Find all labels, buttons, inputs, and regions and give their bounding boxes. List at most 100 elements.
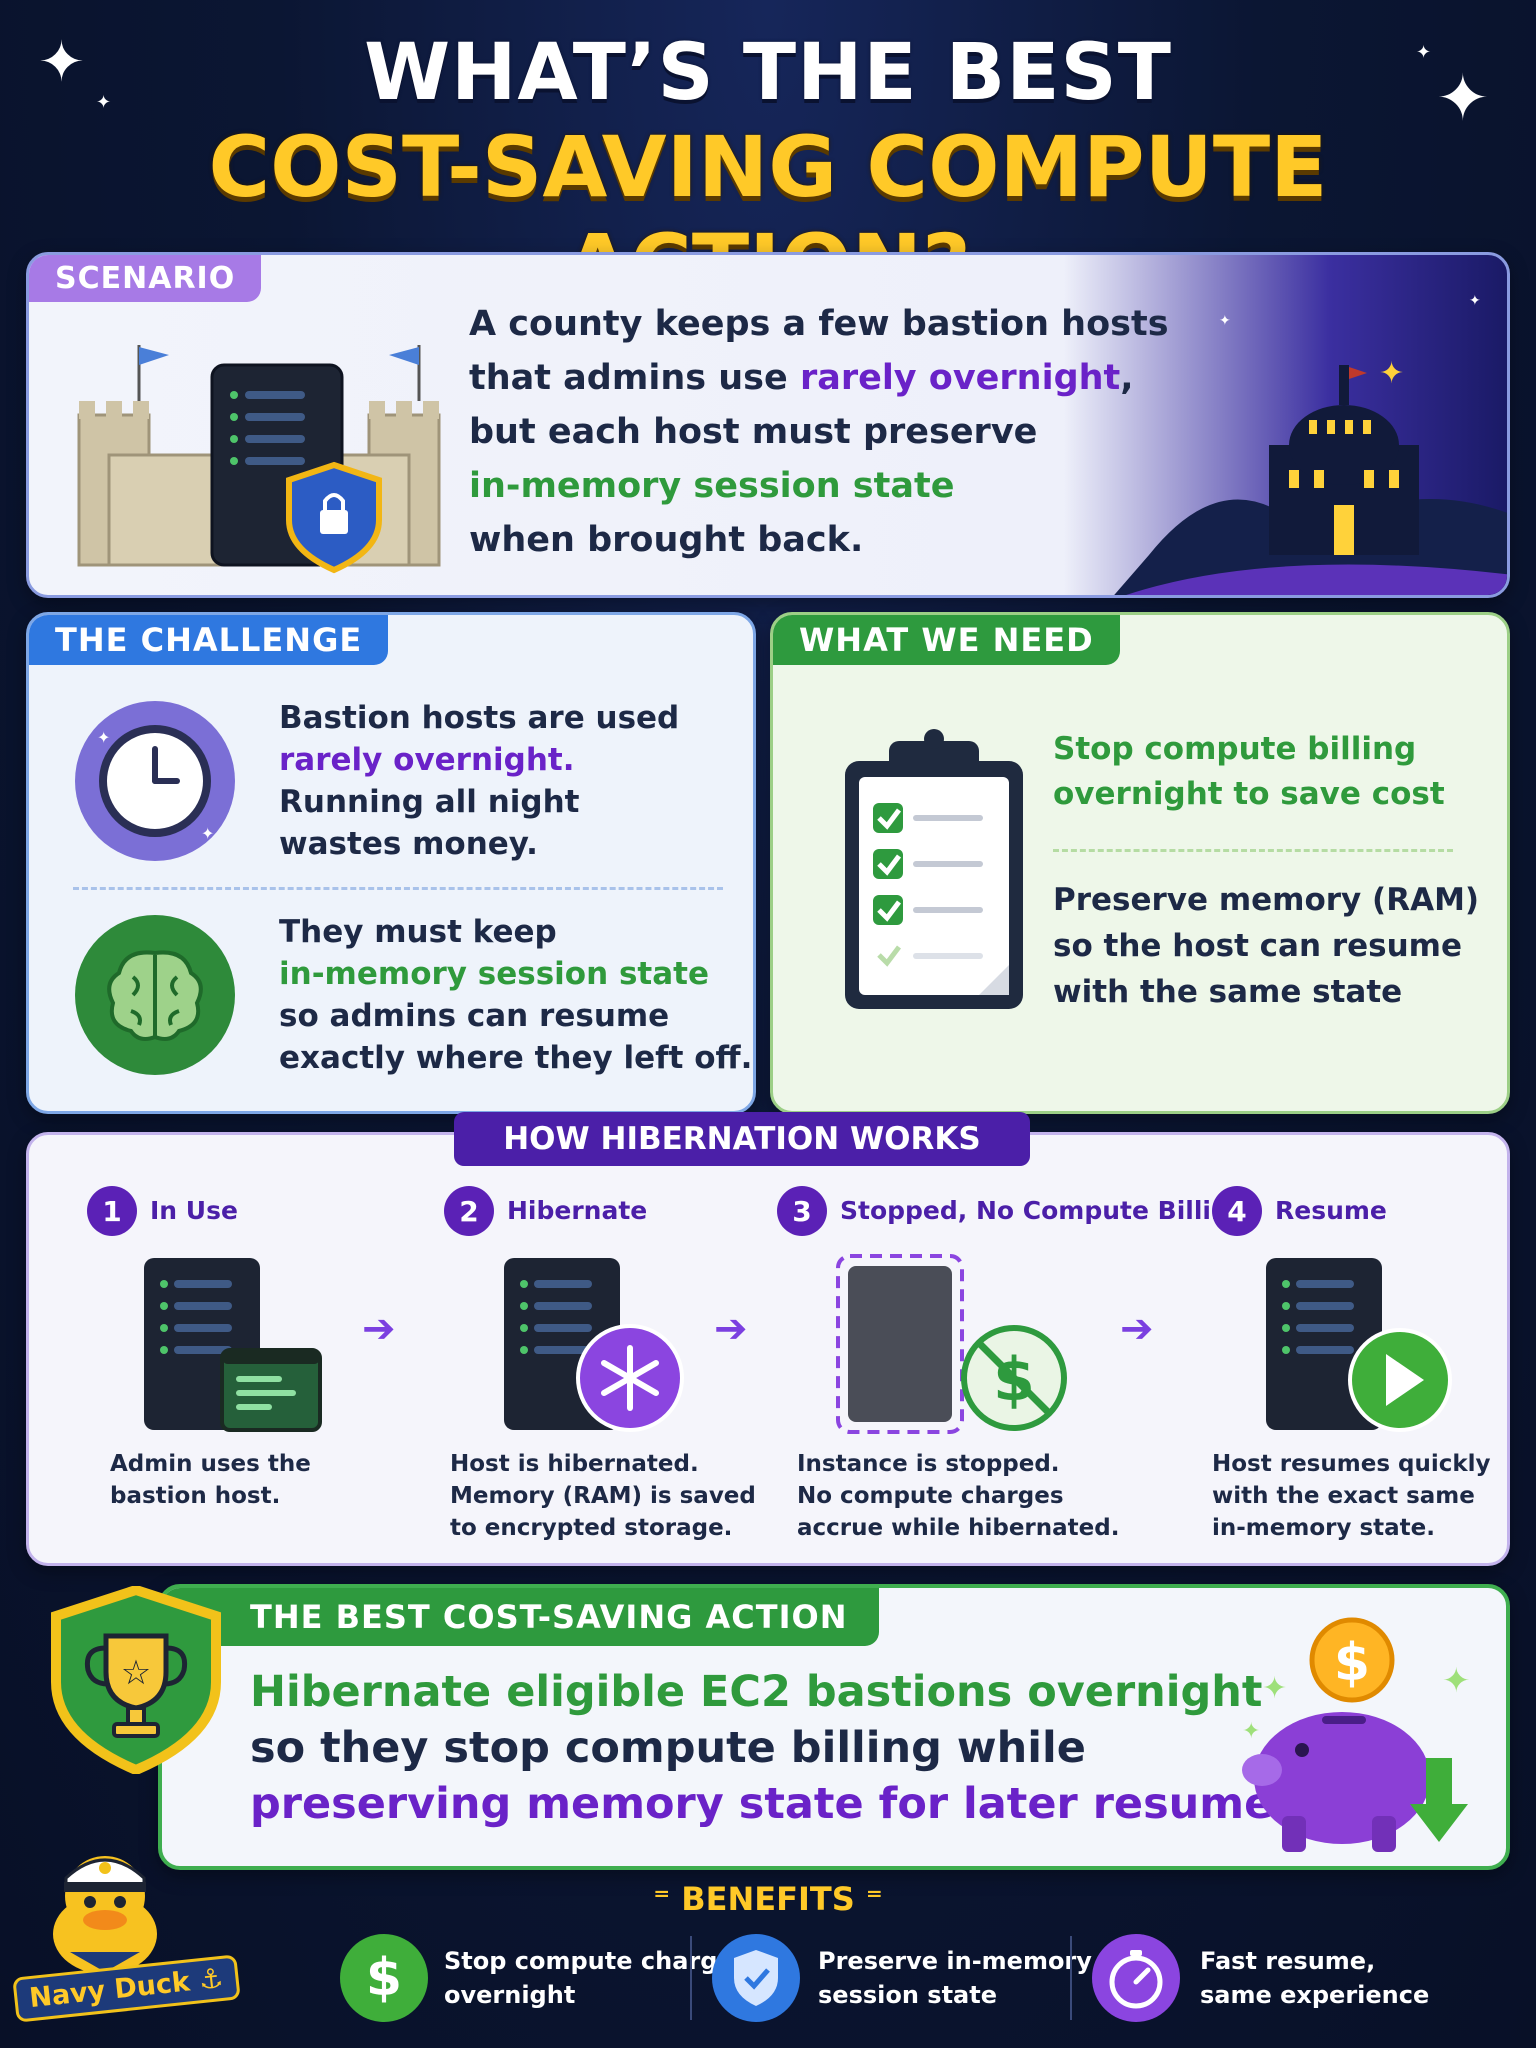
step-text: No compute charges xyxy=(797,1483,1064,1509)
step-text: Host resumes quickly xyxy=(1212,1451,1491,1477)
step-text: with the exact same xyxy=(1212,1483,1475,1509)
challenge-highlight: in-memory session state xyxy=(279,956,709,992)
scenario-highlight: in-memory session state xyxy=(469,466,955,506)
best-action-text: Hibernate eligible EC2 bastions overnigh… xyxy=(250,1664,1290,1832)
scenario-line: but each host must preserve xyxy=(469,412,1038,452)
server-in-use-icon xyxy=(144,1258,322,1432)
navy-duck-mascot xyxy=(53,1856,157,1974)
svg-text:✦: ✦ xyxy=(1442,1661,1471,1701)
best-action-tag: THE BEST COST-SAVING ACTION xyxy=(162,1588,880,1646)
need-tag: WHAT WE NEED xyxy=(773,615,1120,665)
need-text: Stop compute billing xyxy=(1053,731,1417,767)
challenge-text: so admins can resume xyxy=(279,998,670,1034)
challenge-text: Running all night xyxy=(279,784,580,820)
challenge-text: They must keep xyxy=(279,914,557,950)
scenario-description: A county keeps a few bastion hosts that … xyxy=(469,297,1169,567)
challenge-tag: THE CHALLENGE xyxy=(29,615,389,665)
best-action-line: preserving memory state for later resume… xyxy=(250,1779,1290,1829)
scenario-line: A county keeps a few bastion hosts xyxy=(469,304,1169,344)
svg-text:✦: ✦ xyxy=(201,824,214,843)
dollar-icon: $ xyxy=(340,1934,428,2022)
benefits-title: ⁼ BENEFITS ⁼ xyxy=(0,1880,1536,1918)
sparkle-icon: ✦ xyxy=(96,92,112,113)
scenario-line: that admins use rarely overnight, xyxy=(469,351,1169,405)
piggy-bank-icon: $ ✦ ✦ ✦ xyxy=(1242,1617,1471,1852)
arrow-right-icon: ➔ xyxy=(1120,1306,1154,1352)
step-text: Instance is stopped. xyxy=(797,1451,1060,1477)
scenario-text: that admins use xyxy=(469,358,800,398)
arrow-right-icon: ➔ xyxy=(714,1306,748,1352)
scenario-line: when brought back. xyxy=(469,520,864,560)
step-title: Stopped, No Compute Billing xyxy=(840,1196,1247,1225)
step-text: bastion host. xyxy=(110,1483,281,1509)
sparkle-icon: ⁼ xyxy=(653,1880,682,1918)
benefit-text: Fast resume, xyxy=(1200,1947,1376,1975)
challenge-item-1: Bastion hosts are used rarely overnight.… xyxy=(279,697,679,865)
sparkle-icon: ⁼ xyxy=(854,1880,883,1918)
challenge-highlight: rarely overnight. xyxy=(279,742,575,778)
divider xyxy=(73,887,723,890)
trophy-shield-icon: ☆ xyxy=(51,1586,221,1774)
need-text: overnight to save cost xyxy=(1053,776,1445,812)
challenge-card: THE CHALLENGE ✦ ✦ Bastion hosts are used… xyxy=(26,612,756,1114)
svg-text:✦: ✦ xyxy=(1262,1671,1287,1706)
step-title: Resume xyxy=(1275,1196,1387,1225)
need-card: WHAT WE NEED Stop compute billing overni… xyxy=(770,612,1510,1114)
sparkle-icon: ✦ xyxy=(38,30,85,95)
page-title-line1: WHAT’S THE BEST xyxy=(364,28,1172,118)
scenario-tag: SCENARIO xyxy=(29,255,262,302)
capitol-night-illustration: ✦ ✦ ✦ xyxy=(1114,293,1507,595)
step-description: Admin uses the bastion host. xyxy=(110,1448,311,1512)
step-text: Admin uses the xyxy=(110,1451,311,1477)
challenge-item-2: They must keep in-memory session state s… xyxy=(279,911,752,1079)
step-text: Host is hibernated. xyxy=(450,1451,699,1477)
need-item-2: Preserve memory (RAM) so the host can re… xyxy=(1053,877,1479,1015)
need-text: with the same state xyxy=(1053,974,1403,1010)
svg-text:✦: ✦ xyxy=(1242,1719,1260,1744)
step-description: Host resumes quickly with the exact same… xyxy=(1212,1448,1491,1544)
step-number: 3 xyxy=(777,1186,827,1236)
benefit-text: Preserve in-memory xyxy=(818,1947,1092,1975)
benefit-text: same experience xyxy=(1200,1981,1430,2009)
step-title: Hibernate xyxy=(507,1196,648,1225)
svg-text:$: $ xyxy=(1334,1633,1370,1693)
svg-text:☆: ☆ xyxy=(121,1653,151,1693)
step-title: In Use xyxy=(150,1196,238,1225)
challenge-text: exactly where they left off. xyxy=(279,1040,753,1076)
scenario-text: , xyxy=(1120,358,1134,398)
benefit-text: overnight xyxy=(444,1981,576,2009)
step-number: 1 xyxy=(87,1186,137,1236)
need-text: so the host can resume xyxy=(1053,928,1462,964)
clock-icon: ✦ ✦ xyxy=(75,701,235,861)
benefit-item: Preserve in-memory session state xyxy=(818,1944,1092,2012)
arrow-right-icon: ➔ xyxy=(362,1306,396,1352)
benefit-text: session state xyxy=(818,1981,997,2009)
divider xyxy=(1070,1936,1072,2020)
benefit-item: Fast resume, same experience xyxy=(1200,1944,1429,2012)
benefits-title-text: BENEFITS xyxy=(681,1880,855,1918)
best-action-line: so they stop compute billing while xyxy=(250,1723,1086,1773)
mascot-label-text: Navy Duck xyxy=(27,1966,192,2015)
server-hibernate-icon xyxy=(504,1258,684,1432)
svg-text:✦: ✦ xyxy=(1379,356,1404,391)
svg-text:✦: ✦ xyxy=(1469,293,1481,309)
scenario-card: SCENARIO A county keeps a few bastion ho… xyxy=(26,252,1510,598)
brain-icon xyxy=(75,915,235,1075)
benefit-item: Stop compute charges overnight xyxy=(444,1944,748,2012)
step-description: Instance is stopped. No compute charges … xyxy=(797,1448,1119,1544)
step-description: Host is hibernated. Memory (RAM) is save… xyxy=(450,1448,756,1544)
checklist-clipboard-icon xyxy=(845,729,1023,1009)
server-resume-icon xyxy=(1266,1258,1452,1432)
castle-server-illustration xyxy=(77,345,441,574)
need-text: Preserve memory (RAM) xyxy=(1053,882,1480,918)
divider xyxy=(1053,849,1453,852)
sparkle-icon: ✦ xyxy=(1416,42,1432,63)
server-stopped-icon: $ xyxy=(836,1254,1067,1434)
step-text: to encrypted storage. xyxy=(450,1515,733,1541)
step-number: 2 xyxy=(444,1186,494,1236)
challenge-text: wastes money. xyxy=(279,826,538,862)
gauge-icon xyxy=(1092,1934,1180,2022)
svg-text:✦: ✦ xyxy=(97,728,110,747)
best-action-line: Hibernate eligible EC2 bastions overnigh… xyxy=(250,1667,1263,1717)
divider xyxy=(690,1936,692,2020)
